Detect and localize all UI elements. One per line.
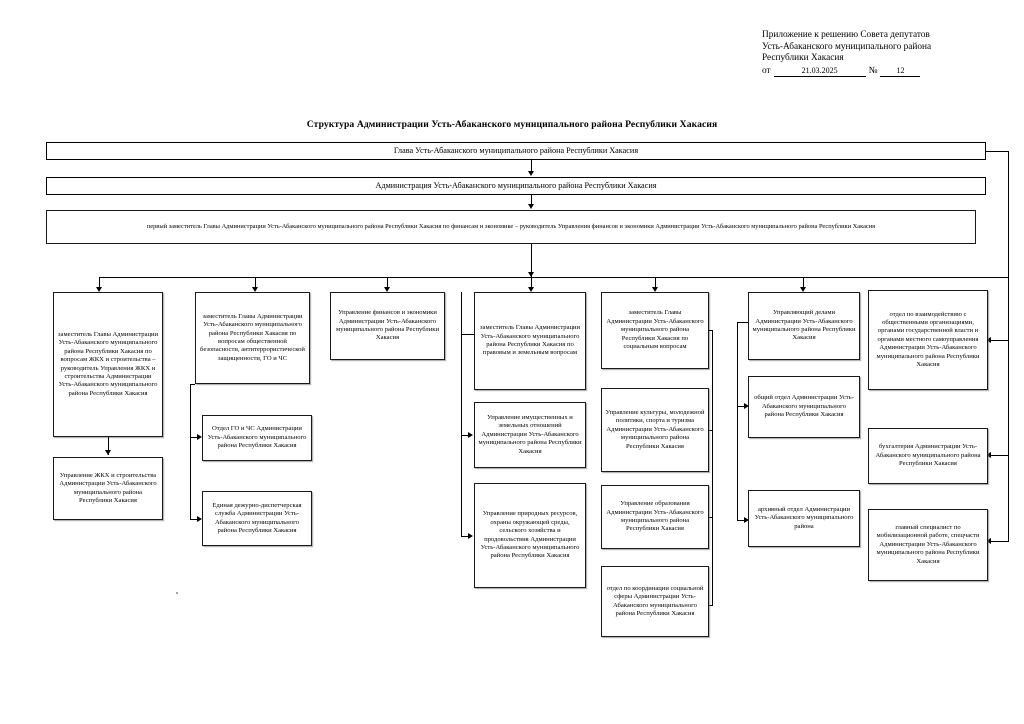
connector-social-spine <box>712 330 713 605</box>
box-mobilization-specialist[interactable]: главный специалист по мобилизационной ра… <box>868 509 988 581</box>
arrow-head-to-admin <box>528 171 534 176</box>
box-education-department[interactable]: Управление образования Администрации Уст… <box>601 485 709 549</box>
arrow-deputy-to-bus <box>528 272 534 277</box>
arrow-bus-to-col2 <box>252 287 258 292</box>
head-right-trunk <box>1008 151 1009 541</box>
connector-affairs-spine-top <box>737 322 748 323</box>
arrow-affairs-to-archive <box>744 517 749 523</box>
connector-security-spine <box>190 384 191 519</box>
arrow-bus-to-col1 <box>96 287 102 292</box>
connector-admin-to-deputy <box>531 195 532 204</box>
arrow-security-to-go-chs <box>197 434 202 440</box>
approval-date-number-row: от 21.03.2025 № 12 <box>762 66 1018 78</box>
box-go-chs-department[interactable]: Отдел ГО и ЧС Администрации Усть-Абаканс… <box>202 415 312 461</box>
box-finance-economy-department[interactable]: Управление финансов и экономики Админист… <box>330 292 445 360</box>
bus-leg-3 <box>387 277 388 290</box>
box-archive-department[interactable]: архивный отдел Администрации Усть-Абакан… <box>748 490 860 547</box>
box-deputy-legal-land[interactable]: заместитель Главы Администрации Усть-Аба… <box>474 292 586 390</box>
approval-line-3: Республики Хакасия <box>762 53 844 64</box>
box-head-of-district[interactable]: Глава Усть-Абаканского муниципального ра… <box>46 142 986 160</box>
connector-security-spine-top <box>190 384 195 385</box>
connector-legal-spine <box>461 292 462 536</box>
box-general-department[interactable]: общий отдел Администрации Усть-Абаканско… <box>748 376 860 438</box>
connector-social-spine-top <box>709 330 713 331</box>
arrow-bus-to-col4 <box>528 287 534 292</box>
box-first-deputy-finance[interactable]: первый заместитель Главы Администрации У… <box>46 210 976 244</box>
arrow-legal-to-natural-resources <box>468 533 473 539</box>
approval-line-2: Усть-Абаканского муниципального района <box>762 41 932 52</box>
connector-legal-branch-1 <box>461 435 470 436</box>
approval-line-1: Приложение к решению Совета депутатов <box>762 30 930 40</box>
box-property-land-department[interactable]: Управление имущественных и земельных отн… <box>474 402 586 468</box>
box-zhkh-department[interactable]: Управление ЖКХ и строительства Администр… <box>53 457 163 520</box>
box-deputy-social[interactable]: заместитель Главы Администрации Усть-Аба… <box>601 292 709 369</box>
distribution-bus <box>99 277 1008 278</box>
number-label: № <box>868 65 878 76</box>
connector-deputy-to-bus <box>531 244 532 277</box>
trunk-branch-a <box>990 340 1009 341</box>
arrow-trunk-to-accounting <box>986 452 991 458</box>
box-deputy-zhkh[interactable]: заместитель Главы Администрации Усть-Аба… <box>53 292 163 437</box>
arrow-affairs-to-general-dept <box>744 403 749 409</box>
bus-leg-5 <box>655 277 656 290</box>
box-affairs-manager[interactable]: Управляющий делами Администрации Усть-Аб… <box>748 292 860 360</box>
box-deputy-security[interactable]: заместитель Главы Администрации Усть-Аба… <box>195 292 310 384</box>
bus-leg-6 <box>803 277 804 290</box>
box-administration[interactable]: Администрация Усть-Абаканского муниципал… <box>46 177 986 195</box>
connector-security-branch-1 <box>190 437 199 438</box>
connector-affairs-spine <box>737 322 738 520</box>
trunk-branch-b <box>990 455 1009 456</box>
arrow-admin-to-deputy <box>528 204 534 209</box>
box-natural-resources-department[interactable]: Управление природных ресурсов, охраны ок… <box>474 483 586 588</box>
page-title: Структура Администрации Усть-Абаканского… <box>306 119 718 130</box>
head-right-stub <box>986 151 1008 152</box>
connector-affairs-branch-1 <box>737 406 746 407</box>
arrow-security-to-dispatch <box>197 516 202 522</box>
box-dispatch-service[interactable]: Единая дежурно-диспетчерская служба Адми… <box>202 491 312 546</box>
bus-leg-2 <box>255 277 256 290</box>
box-social-sphere-coordination[interactable]: отдел по координации социальной сферы Ад… <box>601 566 709 637</box>
number-value: 12 <box>880 66 921 78</box>
page-mark <box>176 592 178 594</box>
arrow-trunk-to-mobilization <box>986 538 991 544</box>
arrow-legal-to-property <box>468 432 473 438</box>
arrow-bus-to-col3 <box>384 287 390 292</box>
date-value: 21.03.2025 <box>773 66 866 78</box>
connector-head-to-admin <box>531 160 532 172</box>
arrow-zhkh-to-child <box>105 450 111 455</box>
arrow-bus-to-col5 <box>652 287 658 292</box>
box-public-relations-department[interactable]: отдел по взаимодействию с общественными … <box>868 290 988 390</box>
connector-affairs-branch-2 <box>737 520 746 521</box>
bus-leg-4 <box>531 277 532 290</box>
arrow-trunk-to-public-relations <box>986 337 991 343</box>
box-accounting-department[interactable]: бухгалтерия Администрации Усть-Абаканско… <box>868 428 988 484</box>
connector-security-branch-2 <box>190 519 199 520</box>
connector-legal-branch-2 <box>461 536 470 537</box>
trunk-branch-c <box>990 541 1009 542</box>
document-approval-header: Приложение к решению Совета депутатов Ус… <box>762 30 1018 78</box>
box-culture-youth-sport-department[interactable]: Управление культуры, молодежной политики… <box>601 388 709 472</box>
arrow-bus-to-col6 <box>800 287 806 292</box>
connector-zhkh-down <box>108 437 109 455</box>
bus-leg-1 <box>99 277 100 290</box>
connector-legal-spine-top <box>461 334 474 335</box>
date-label: от <box>762 65 771 76</box>
